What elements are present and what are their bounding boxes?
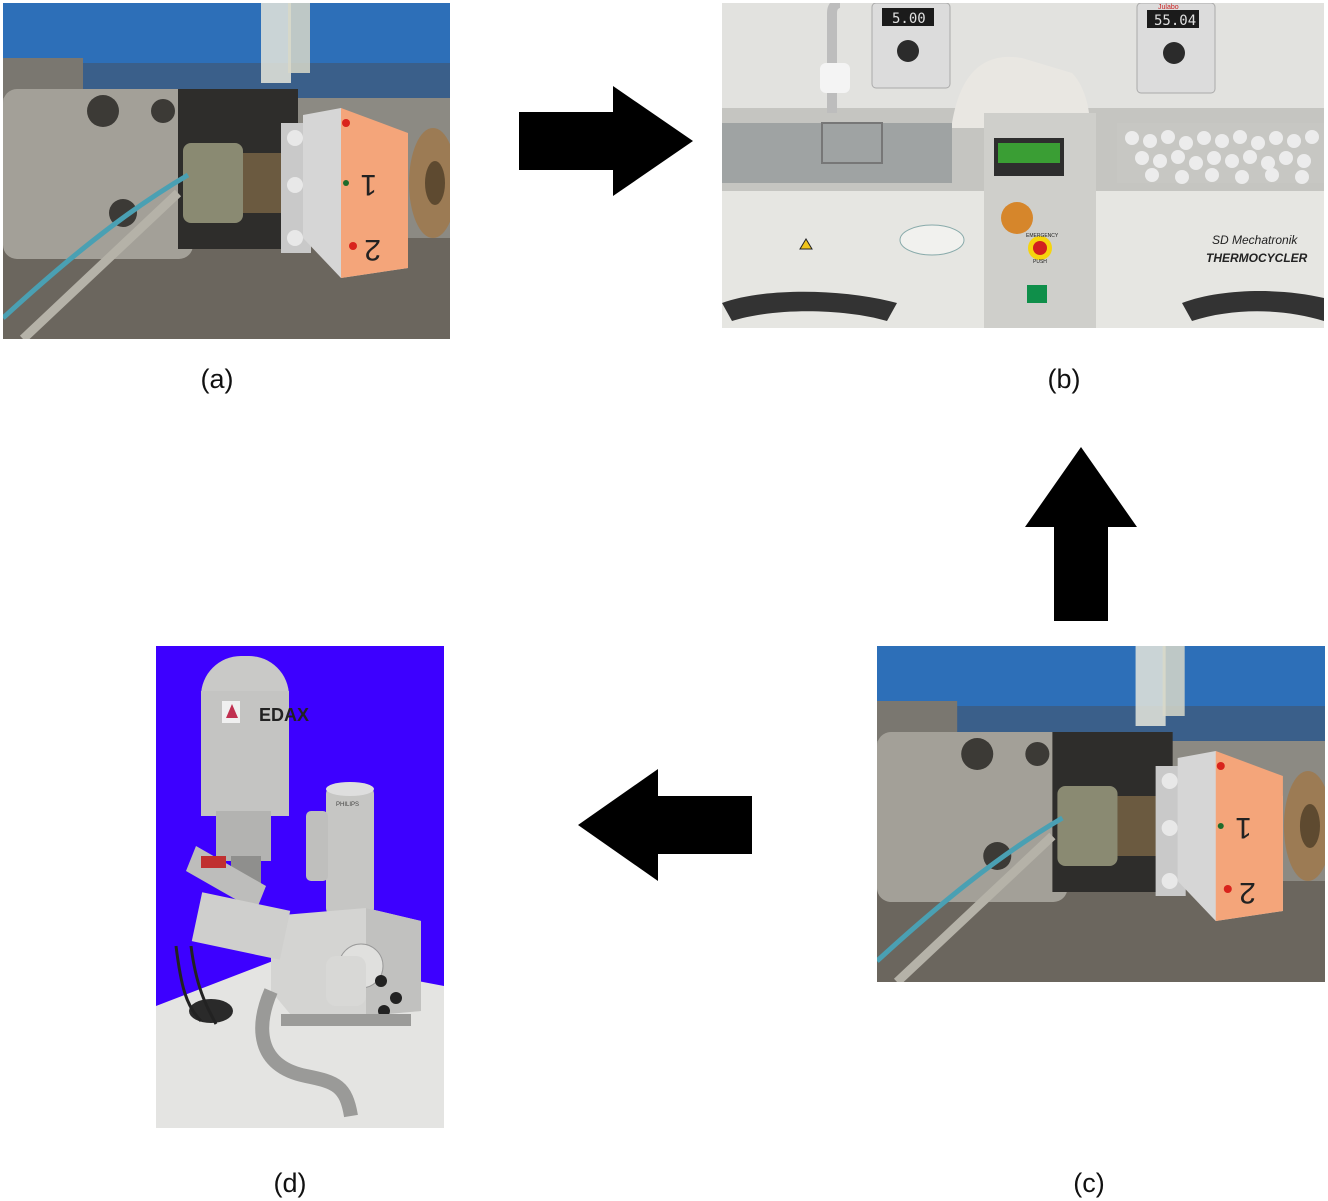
- arrow-left: [578, 769, 752, 881]
- philips-label: PHILIPS: [336, 802, 359, 808]
- right-thermostat-display: 55.04: [1154, 13, 1196, 29]
- photo-a-mold-assembly: 1 2: [3, 3, 450, 339]
- caption-a: (a): [200, 364, 234, 394]
- right-thermostat-brand: Julabo: [1158, 4, 1179, 11]
- sample-mark-1: 1: [360, 168, 377, 201]
- caption-d: (d): [273, 1168, 307, 1198]
- emergency-stop-label: EMERGENCY: [1026, 233, 1059, 239]
- sample-mark-2: 2: [1239, 876, 1256, 909]
- photo-d-sem-edax: EDAX PHILIPS: [156, 646, 444, 1128]
- emergency-push-label: PUSH: [1033, 259, 1047, 265]
- photo-b-thermocycler: 5.00 Julabo 55.04 EMERGENCY PUSH SD Mech…: [722, 3, 1324, 328]
- caption-c: (c): [1073, 1168, 1105, 1198]
- edax-logo: EDAX: [259, 705, 309, 725]
- arrow-up: [1025, 447, 1137, 621]
- arrow-right: [519, 86, 693, 196]
- caption-b: (b): [1047, 364, 1081, 394]
- left-thermostat-display: 5.00: [892, 11, 926, 27]
- sample-mark-2: 2: [364, 233, 381, 266]
- thermocycler-brand-label: SD Mechatronik: [1212, 233, 1298, 247]
- photo-c-mold-assembly: 1 2: [877, 646, 1325, 982]
- sample-mark-1: 1: [1235, 811, 1252, 844]
- thermocycler-model-label: THERMOCYCLER: [1206, 251, 1308, 265]
